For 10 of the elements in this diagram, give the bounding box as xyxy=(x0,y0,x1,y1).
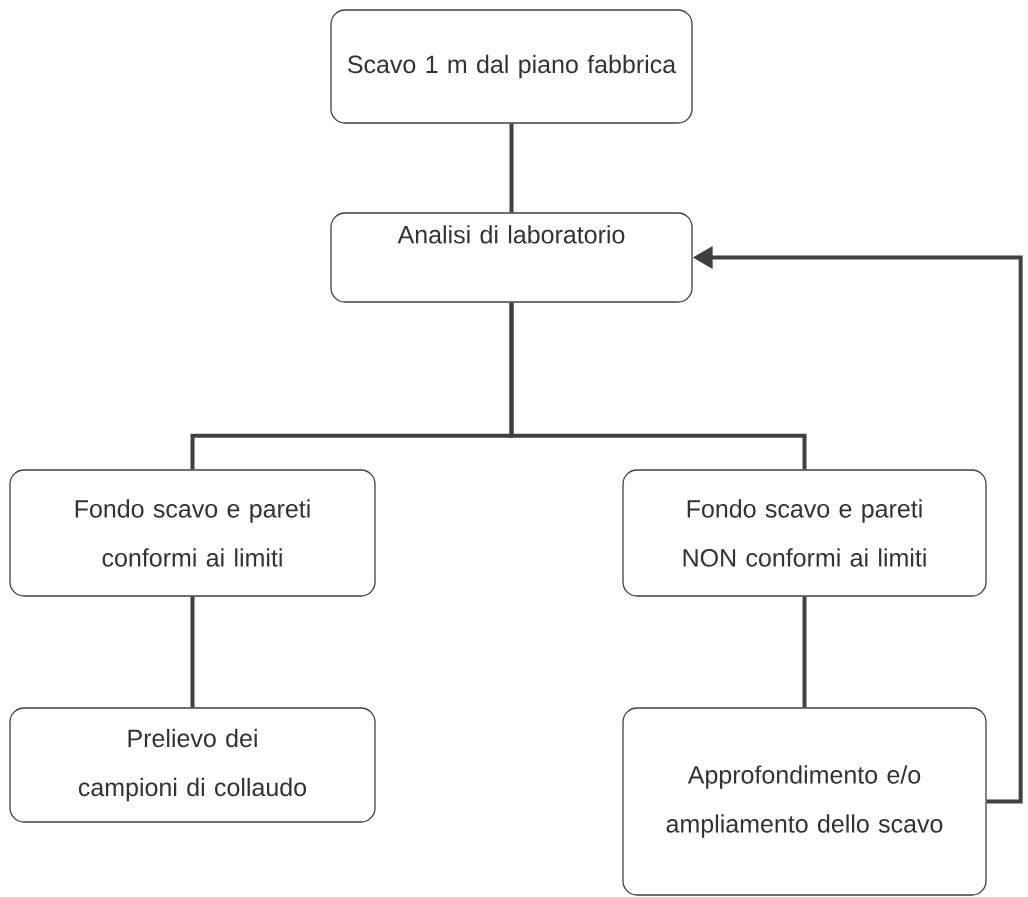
process-box: Prelievo dei campioni di collaudo xyxy=(9,707,376,823)
process-box: Scavo 1 m dal piano fabbrica xyxy=(330,9,693,124)
connector xyxy=(190,596,195,708)
connector xyxy=(802,596,807,708)
process-box: Fondo scavo e pareti NON conformi ai limiti xyxy=(622,469,987,597)
connector xyxy=(509,123,514,213)
process-box: Approfondimento e/o ampliamento dello scavo xyxy=(622,707,987,896)
connector xyxy=(509,302,807,470)
process-box: Analisi di laboratorio xyxy=(330,212,693,303)
process-box: Fondo scavo e pareti conformi ai limiti xyxy=(9,469,376,597)
